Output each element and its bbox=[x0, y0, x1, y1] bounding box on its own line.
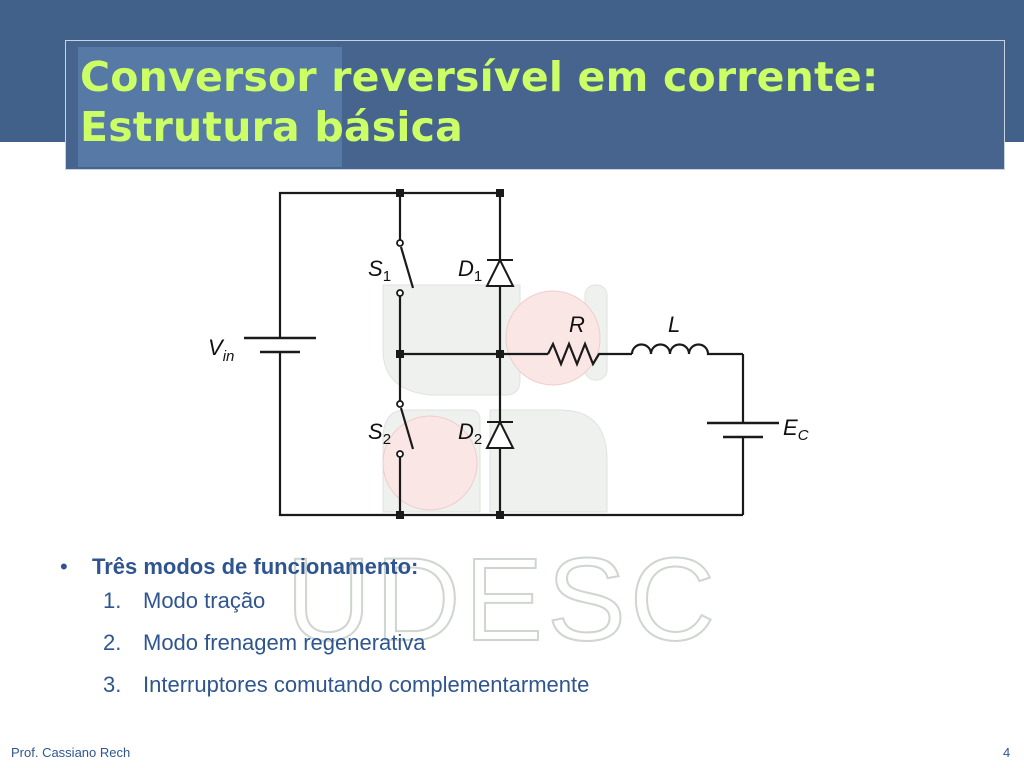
title-highlight bbox=[78, 47, 342, 167]
footer-author: Prof. Cassiano Rech bbox=[11, 745, 131, 760]
bullet-main-text: Três modos de funcionamento: bbox=[92, 554, 419, 579]
list-item-text: Modo frenagem regenerativa bbox=[143, 630, 426, 655]
bullet-main: • Três modos de funcionamento: bbox=[56, 552, 589, 586]
list-item-text: Modo tração bbox=[143, 588, 266, 613]
bullet-dot-icon: • bbox=[60, 554, 68, 579]
d2-label: D2 bbox=[458, 419, 482, 448]
s1-label: S1 bbox=[368, 256, 391, 285]
ec-label: EC bbox=[783, 415, 809, 444]
title-line-1: Conversor reversível em corrente: bbox=[80, 53, 879, 101]
list-item: 2. Modo frenagem regenerativa bbox=[56, 628, 589, 670]
list-item-number: 1. bbox=[103, 588, 122, 613]
inductor-label: L bbox=[668, 312, 680, 337]
switch-contacts bbox=[396, 239, 404, 458]
d1-label: D1 bbox=[458, 256, 482, 285]
list-item-number: 3. bbox=[103, 672, 122, 697]
resistor-label: R bbox=[569, 312, 585, 337]
page-number: 4 bbox=[1003, 745, 1011, 760]
vin-source-symbol bbox=[244, 336, 316, 354]
list-item-text: Interruptores comutando complementarment… bbox=[143, 672, 590, 697]
ec-source-symbol bbox=[707, 421, 779, 439]
title-line-2: Estrutura básica bbox=[80, 103, 464, 151]
list-item: 3. Interruptores comutando complementarm… bbox=[56, 670, 589, 712]
slide-title: Conversor reversível em corrente: Estrut… bbox=[80, 52, 1000, 152]
list-item: 1. Modo tração bbox=[56, 586, 589, 628]
watermark-text: UDESC bbox=[286, 534, 719, 666]
list-item-number: 2. bbox=[103, 630, 122, 655]
vin-label: Vin bbox=[208, 335, 234, 365]
title-panel bbox=[65, 40, 1005, 170]
diodes bbox=[485, 257, 515, 449]
s2-label: S2 bbox=[368, 419, 391, 448]
circuit-nodes bbox=[396, 189, 504, 519]
bullet-list: • Três modos de funcionamento: 1. Modo t… bbox=[56, 552, 589, 712]
